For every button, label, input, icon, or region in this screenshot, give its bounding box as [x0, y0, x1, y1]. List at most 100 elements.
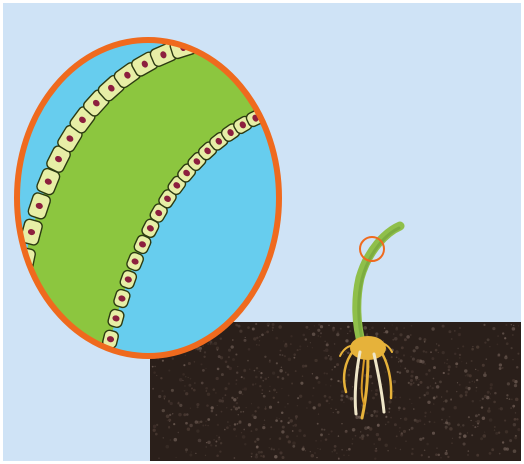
soil-speck [309, 329, 310, 330]
soil-speck [269, 361, 271, 363]
soil-speck [489, 346, 490, 347]
soil-speck [168, 426, 170, 428]
soil-speck [447, 373, 449, 375]
soil-speck [196, 403, 199, 406]
soil-speck [303, 434, 306, 437]
soil-speck [246, 407, 247, 408]
soil-speck [435, 349, 438, 352]
soil-speck [313, 387, 315, 389]
soil-speck [236, 402, 238, 404]
soil-speck [374, 458, 376, 460]
soil-speck [515, 398, 519, 402]
soil-speck [385, 444, 388, 447]
soil-speck [440, 457, 441, 458]
soil-speck [334, 343, 335, 344]
soil-speck [259, 385, 261, 387]
soil-speck [312, 373, 313, 374]
soil-speck [432, 387, 434, 389]
soil-speck [260, 372, 262, 374]
soil-speck [257, 406, 259, 408]
soil-speck [504, 337, 506, 339]
soil-speck [336, 453, 337, 454]
soil-speck [185, 392, 188, 395]
soil-speck [313, 406, 316, 409]
soil-speck [518, 325, 519, 326]
soil-speck [424, 450, 426, 452]
soil-speck [191, 451, 192, 452]
soil-speck [179, 378, 183, 382]
soil-speck [424, 341, 426, 343]
soil-speck [158, 458, 159, 459]
soil-speck [212, 343, 213, 344]
soil-speck [315, 376, 318, 379]
soil-speck [372, 397, 375, 400]
soil-speck [472, 348, 474, 350]
soil-speck [255, 323, 257, 325]
soil-speck [182, 380, 183, 381]
soil-speck [210, 343, 212, 345]
soil-speck [242, 394, 244, 396]
soil-speck [341, 394, 344, 397]
soil-speck [404, 417, 408, 421]
soil-speck [360, 431, 361, 432]
soil-speck [455, 362, 458, 365]
soil-speck [228, 383, 230, 385]
soil-speck [255, 383, 257, 385]
soil-speck [234, 423, 236, 425]
soil-speck [341, 423, 342, 424]
soil-speck [210, 444, 212, 446]
soil-speck [348, 448, 351, 451]
soil-speck [454, 406, 457, 409]
soil-speck [256, 446, 259, 449]
soil-speck [163, 395, 166, 398]
soil-speck [361, 434, 365, 438]
soil-speck [285, 343, 288, 346]
soil-speck [384, 332, 385, 333]
soil-speck [515, 412, 516, 413]
soil-speck [302, 365, 305, 368]
soil-speck [284, 355, 286, 357]
soil-speck [467, 454, 468, 455]
soil-speck [502, 332, 504, 334]
soil-speck [353, 430, 354, 431]
soil-speck [222, 397, 223, 398]
soil-speck [235, 407, 238, 410]
soil-speck [300, 382, 303, 385]
soil-speck [326, 373, 328, 375]
soil-speck [294, 424, 297, 427]
soil-speck [273, 449, 275, 451]
soil-speck [217, 405, 218, 406]
soil-speck [178, 413, 182, 417]
soil-speck [465, 375, 466, 376]
soil-speck [392, 324, 393, 325]
soil-speck [265, 378, 268, 381]
soil-speck [400, 359, 403, 362]
soil-speck [260, 455, 262, 457]
soil-speck [232, 358, 235, 361]
soil-speck [471, 360, 473, 362]
soil-speck [472, 346, 473, 347]
soil-speck [337, 411, 340, 414]
soil-speck [218, 355, 221, 358]
soil-speck [187, 428, 190, 431]
soil-speck [275, 337, 278, 340]
soil-speck [457, 424, 460, 427]
soil-speck [288, 395, 290, 397]
soil-speck [262, 389, 264, 391]
soil-speck [231, 409, 233, 411]
soil-speck [264, 420, 265, 421]
soil-speck [389, 400, 392, 403]
soil-speck [366, 412, 368, 414]
soil-speck [511, 399, 513, 401]
soil-speck [248, 423, 251, 426]
soil-speck [232, 339, 234, 341]
soil-speck [320, 336, 322, 338]
soil-speck [517, 428, 520, 431]
soil-speck [247, 326, 250, 329]
soil-speck [224, 394, 226, 396]
soil-speck [173, 423, 175, 425]
soil-speck [345, 430, 348, 433]
soil-speck [205, 368, 206, 369]
soil-speck [482, 364, 485, 367]
soil-speck [293, 425, 294, 426]
